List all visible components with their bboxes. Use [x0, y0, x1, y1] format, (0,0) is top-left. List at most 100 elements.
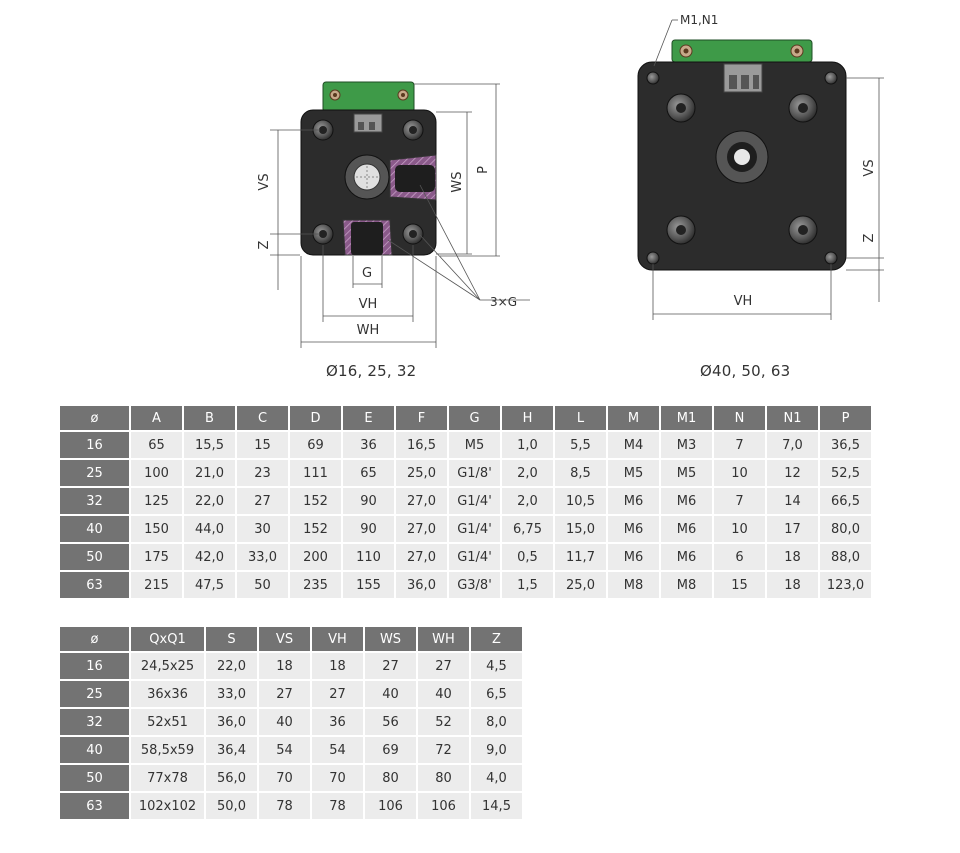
- table-cell: 15,5: [184, 432, 235, 458]
- table-cell: 7: [714, 432, 765, 458]
- table-cell: 27: [365, 653, 416, 679]
- table-cell: 36,0: [206, 709, 257, 735]
- table-cell: 11,7: [555, 544, 606, 570]
- table-cell: 6,5: [471, 681, 522, 707]
- table-cell: 21,0: [184, 460, 235, 486]
- large-cylinder-drawing: M1,N1 VS Z VH: [637, 13, 884, 320]
- table-cell: 1,0: [502, 432, 553, 458]
- column-header: G: [449, 406, 500, 430]
- row-bore-size: 25: [60, 681, 129, 707]
- table-cell: 18: [312, 653, 363, 679]
- row-bore-size: 63: [60, 793, 129, 819]
- table-cell: 10: [714, 516, 765, 542]
- table-cell: 69: [365, 737, 416, 763]
- table-cell: 36x36: [131, 681, 204, 707]
- table-cell: G1/8': [449, 460, 500, 486]
- table-cell: 18: [259, 653, 310, 679]
- table-cell: 54: [259, 737, 310, 763]
- table-cell: 65: [131, 432, 182, 458]
- table-cell: 150: [131, 516, 182, 542]
- table-cell: M4: [608, 432, 659, 458]
- mounting-bolt-icon: [666, 93, 818, 245]
- large-vh-label: VH: [734, 294, 753, 309]
- table-cell: M6: [608, 516, 659, 542]
- table-cell: 52x51: [131, 709, 204, 735]
- large-z-label: Z: [862, 233, 877, 242]
- table-cell: 33,0: [206, 681, 257, 707]
- table-cell: 70: [259, 765, 310, 791]
- table-cell: 15: [714, 572, 765, 598]
- column-header: ø: [60, 627, 129, 651]
- table-cell: M6: [661, 544, 712, 570]
- table-cell: 36,4: [206, 737, 257, 763]
- table-cell: 72: [418, 737, 469, 763]
- table-cell: 25,0: [555, 572, 606, 598]
- table-cell: 12: [767, 460, 818, 486]
- column-header: M: [608, 406, 659, 430]
- table-cell: 58,5x59: [131, 737, 204, 763]
- table-cell: 80: [418, 765, 469, 791]
- small-wh-label: WH: [357, 323, 380, 338]
- table-cell: 16,5: [396, 432, 447, 458]
- table-cell: 22,0: [206, 653, 257, 679]
- column-header: P: [820, 406, 871, 430]
- large-drawing-caption: Ø40, 50, 63: [700, 362, 791, 380]
- small-cylinder-drawing: VS Z WS P G VH WH 3×G: [257, 81, 530, 348]
- table-cell: 69: [290, 432, 341, 458]
- table-cell: 102x102: [131, 793, 204, 819]
- table-cell: M5: [608, 460, 659, 486]
- column-header: H: [502, 406, 553, 430]
- table-header-row: ø QxQ1 S VS VH WS WH Z: [60, 627, 522, 651]
- table-cell: 27: [259, 681, 310, 707]
- table-cell: 27,0: [396, 544, 447, 570]
- large-vs-label: VS: [862, 159, 877, 176]
- table-cell: 40: [418, 681, 469, 707]
- table-cell: 215: [131, 572, 182, 598]
- table-cell: 27,0: [396, 516, 447, 542]
- table-cell: 106: [418, 793, 469, 819]
- table-cell: 36: [343, 432, 394, 458]
- table-cell: 123,0: [820, 572, 871, 598]
- table-cell: 152: [290, 516, 341, 542]
- table-cell: 33,0: [237, 544, 288, 570]
- row-bore-size: 50: [60, 765, 129, 791]
- column-header: VS: [259, 627, 310, 651]
- mounting-bolt-icon: [312, 119, 424, 245]
- table-cell: M6: [608, 488, 659, 514]
- table-cell: 14: [767, 488, 818, 514]
- table-cell: 88,0: [820, 544, 871, 570]
- table-cell: 65: [343, 460, 394, 486]
- table-cell: 106: [365, 793, 416, 819]
- table-cell: 78: [312, 793, 363, 819]
- table-header-row: ø A B C D E F G H L M M1 N N1 P: [60, 406, 871, 430]
- table-cell: M5: [661, 460, 712, 486]
- table-cell: 5,5: [555, 432, 606, 458]
- table-cell: 111: [290, 460, 341, 486]
- table-cell: 77x78: [131, 765, 204, 791]
- row-bore-size: 40: [60, 737, 129, 763]
- table-cell: 50,0: [206, 793, 257, 819]
- column-header: N1: [767, 406, 818, 430]
- table-cell: 36,0: [396, 572, 447, 598]
- table-cell: 125: [131, 488, 182, 514]
- column-header: D: [290, 406, 341, 430]
- table-cell: 200: [290, 544, 341, 570]
- table-cell: 36,5: [820, 432, 871, 458]
- table-cell: 17: [767, 516, 818, 542]
- table-cell: 50: [237, 572, 288, 598]
- table-cell: 15,0: [555, 516, 606, 542]
- row-bore-size: 32: [60, 709, 129, 735]
- table-cell: M8: [661, 572, 712, 598]
- table-cell: 155: [343, 572, 394, 598]
- column-header: WS: [365, 627, 416, 651]
- column-header: S: [206, 627, 257, 651]
- table-cell: 70: [312, 765, 363, 791]
- column-header: M1: [661, 406, 712, 430]
- column-header: N: [714, 406, 765, 430]
